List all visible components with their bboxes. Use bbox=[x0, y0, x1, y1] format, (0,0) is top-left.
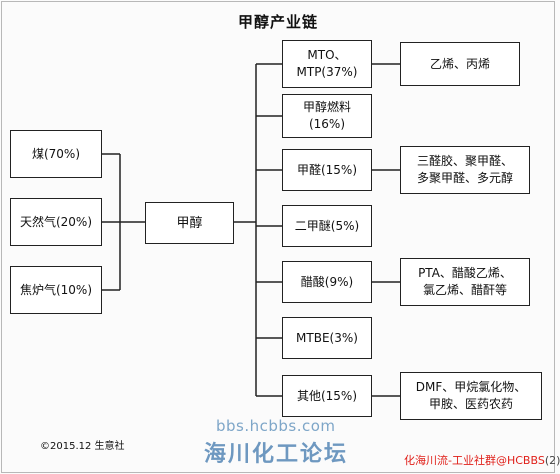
use-dimethyl-ether: 二甲醚(5%) bbox=[282, 205, 372, 247]
source-coal: 煤(70%) bbox=[10, 130, 102, 178]
diagram-title: 甲醇产业链 bbox=[237, 13, 318, 31]
footer-community-label: 化海川流-工业社群@HCBBS bbox=[404, 454, 545, 467]
use-mtbe: MTBE(3%) bbox=[282, 317, 372, 359]
footer-community-text: 化海川流-工业社群@HCBBS(2) bbox=[404, 452, 560, 468]
product-formaldehyde-derivatives: 三醛胶、聚甲醛、 多聚甲醛、多元醇 bbox=[400, 146, 530, 194]
product-ethylene-propylene: 乙烯、丙烯 bbox=[400, 42, 520, 86]
watermark-name: 海川化工论坛 bbox=[204, 442, 349, 467]
use-acetic-acid: 醋酸(9%) bbox=[282, 261, 372, 303]
source-natural-gas: 天然气(20%) bbox=[10, 198, 102, 246]
use-mto-mtp: MTO、 MTP(37%) bbox=[282, 40, 372, 88]
use-formaldehyde: 甲醛(15%) bbox=[282, 149, 372, 191]
use-methanol-fuel: 甲醇燃料 (16%) bbox=[282, 94, 372, 138]
copyright-text: ©2015.12 生意社 bbox=[40, 441, 125, 452]
product-other-derivatives: DMF、甲烷氯化物、 甲胺、医药农药 bbox=[400, 372, 542, 420]
footer-community-tail: (2) bbox=[544, 454, 560, 467]
use-others: 其他(15%) bbox=[282, 375, 372, 417]
center-methanol: 甲醇 bbox=[145, 202, 234, 244]
watermark-url: bbs.hcbbs.com bbox=[216, 417, 336, 435]
source-coke-oven-gas: 焦炉气(10%) bbox=[10, 266, 102, 314]
product-acetic-derivatives: PTA、醋酸乙烯、 氯乙烯、醋酐等 bbox=[400, 258, 530, 306]
